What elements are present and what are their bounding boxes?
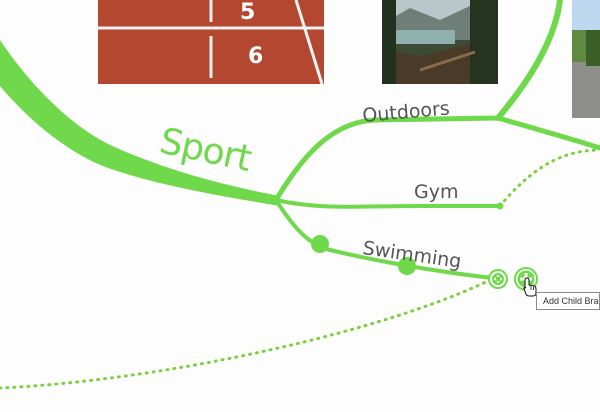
forest-image[interactable] [382, 0, 498, 84]
branch-label-outdoors[interactable]: Outdoors [362, 97, 451, 127]
branch-outdoors-child-link[interactable] [495, 0, 563, 121]
dotted-link-right[interactable] [498, 148, 600, 208]
add-child-branch-tooltip: Add Child Branch [536, 292, 600, 310]
lane-number-6: 6 [248, 44, 263, 69]
swimming-node-handle-1[interactable] [311, 235, 329, 253]
branch-gym-line[interactable] [274, 198, 502, 209]
hand-pointer-icon [523, 277, 537, 297]
dotted-link-left[interactable] [0, 276, 496, 390]
park-image[interactable] [572, 0, 600, 118]
branch-swimming-line[interactable] [274, 198, 494, 280]
lane-number-5: 5 [240, 0, 255, 25]
swimming-node-handle-2[interactable] [398, 257, 416, 275]
track-image[interactable]: 5 6 [98, 0, 324, 85]
gym-branch-end[interactable] [496, 202, 504, 210]
branch-label-gym[interactable]: Gym [414, 181, 458, 203]
main-branch-sport[interactable] [0, 40, 280, 206]
branch-outdoors-line[interactable] [273, 115, 501, 203]
move-arrows-icon[interactable] [488, 269, 508, 289]
branch-outdoors-child2[interactable] [495, 115, 600, 151]
